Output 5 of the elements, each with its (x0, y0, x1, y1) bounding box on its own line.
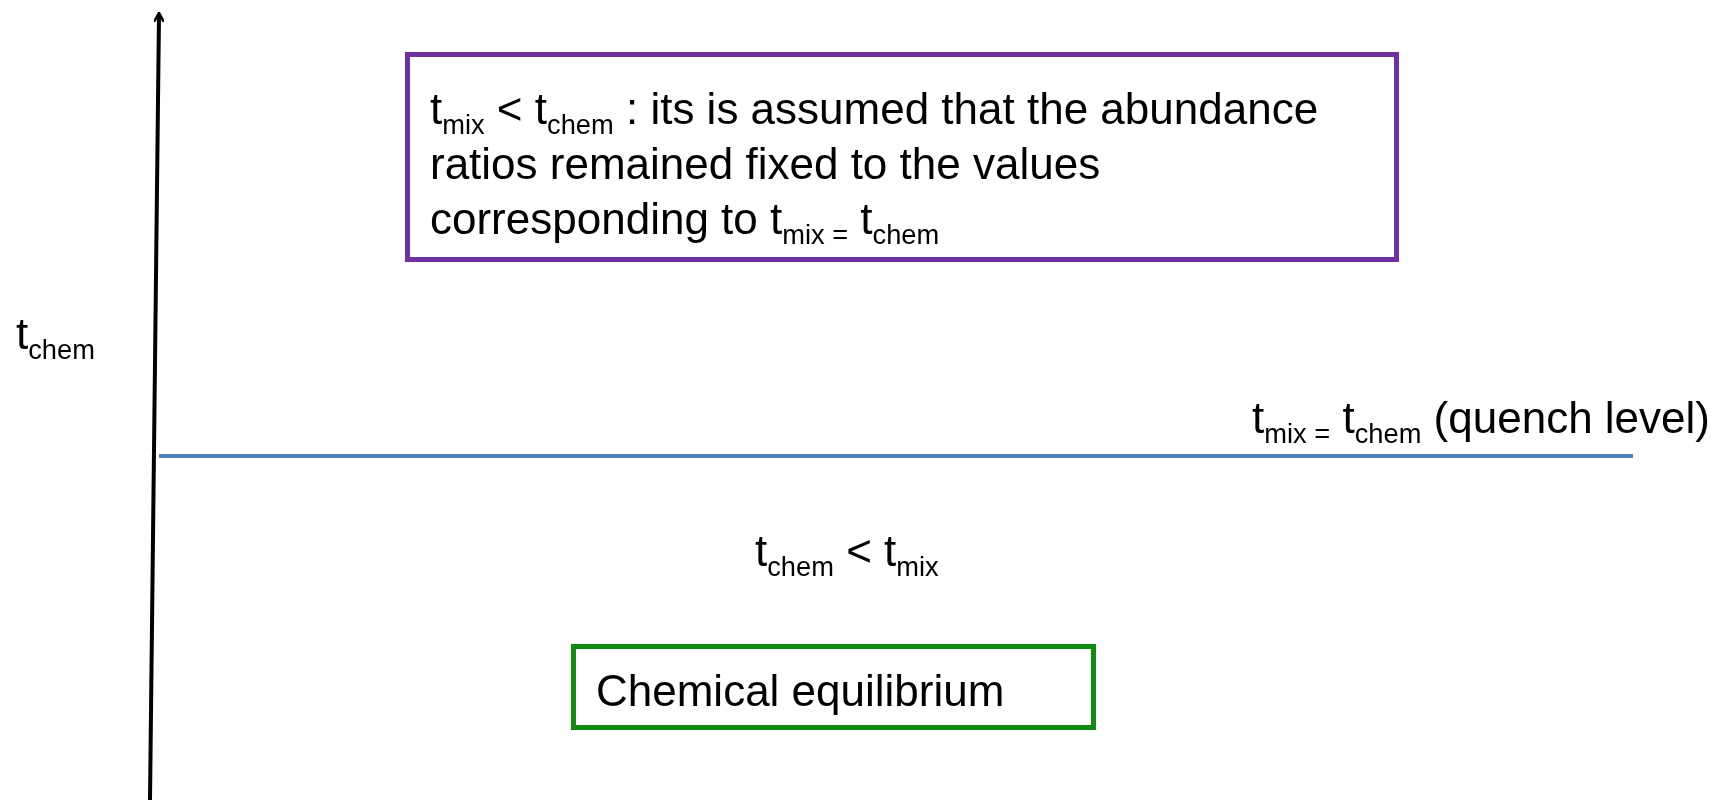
quench-level-label: t$_{mix =}$ t$_{chem}$ (quench level) (1252, 392, 1710, 444)
axis-label: t$_{chem}$ (16, 308, 95, 360)
region-label: t$_{chem}$ < t$_{mix}$ (755, 525, 939, 577)
note-box: t$_{mix}$ < t$_{chem}$ : its is assumed that the abundance ratios remained fixed to the values corresponding to t$_{mix =}$ t$_{chem}$ (405, 52, 1399, 262)
equilibrium-box: Chemical equilibrium (571, 644, 1096, 730)
